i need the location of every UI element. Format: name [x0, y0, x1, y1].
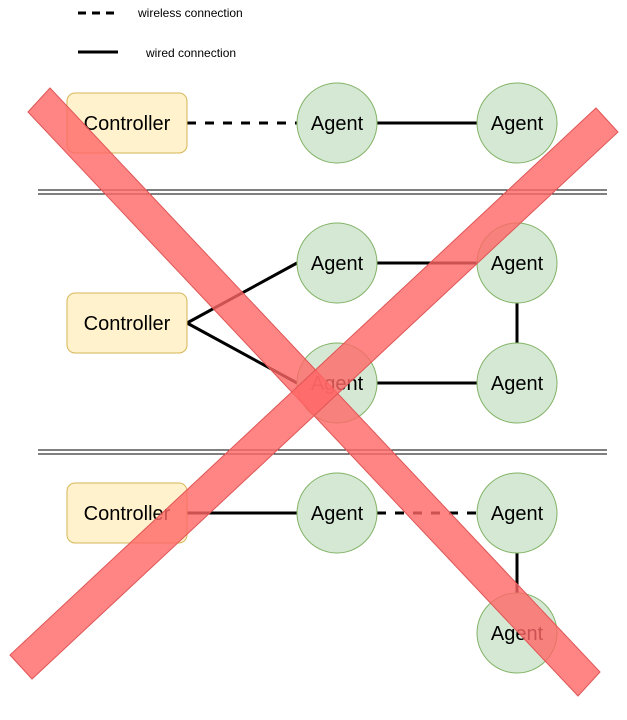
agent-label: Agent — [491, 373, 544, 395]
agent-node: Agent — [476, 472, 558, 554]
agent-label: Agent — [311, 253, 364, 275]
agent-node: Agent — [476, 342, 558, 424]
agent-label: Agent — [491, 113, 544, 135]
legend: wireless connection wired connection — [78, 6, 243, 60]
agent-label: Agent — [491, 253, 544, 275]
section-1: Controller Agent Agent — [66, 82, 558, 164]
legend-wireless-label: wireless connection — [137, 6, 243, 20]
agent-label: Agent — [311, 113, 364, 135]
controller-label: Controller — [84, 503, 171, 525]
controller-node: Controller — [66, 292, 188, 354]
controller-label: Controller — [84, 113, 171, 135]
agent-node: Agent — [296, 82, 378, 164]
agent-node: Agent — [296, 222, 378, 304]
agent-label: Agent — [311, 503, 364, 525]
agent-label: Agent — [491, 503, 544, 525]
cross-overlay — [9, 87, 619, 697]
agent-node: Agent — [296, 472, 378, 554]
controller-label: Controller — [84, 313, 171, 335]
cross-stroke-up-right — [9, 107, 619, 680]
legend-wired-label: wired connection — [145, 46, 236, 60]
agent-node: Agent — [476, 82, 558, 164]
